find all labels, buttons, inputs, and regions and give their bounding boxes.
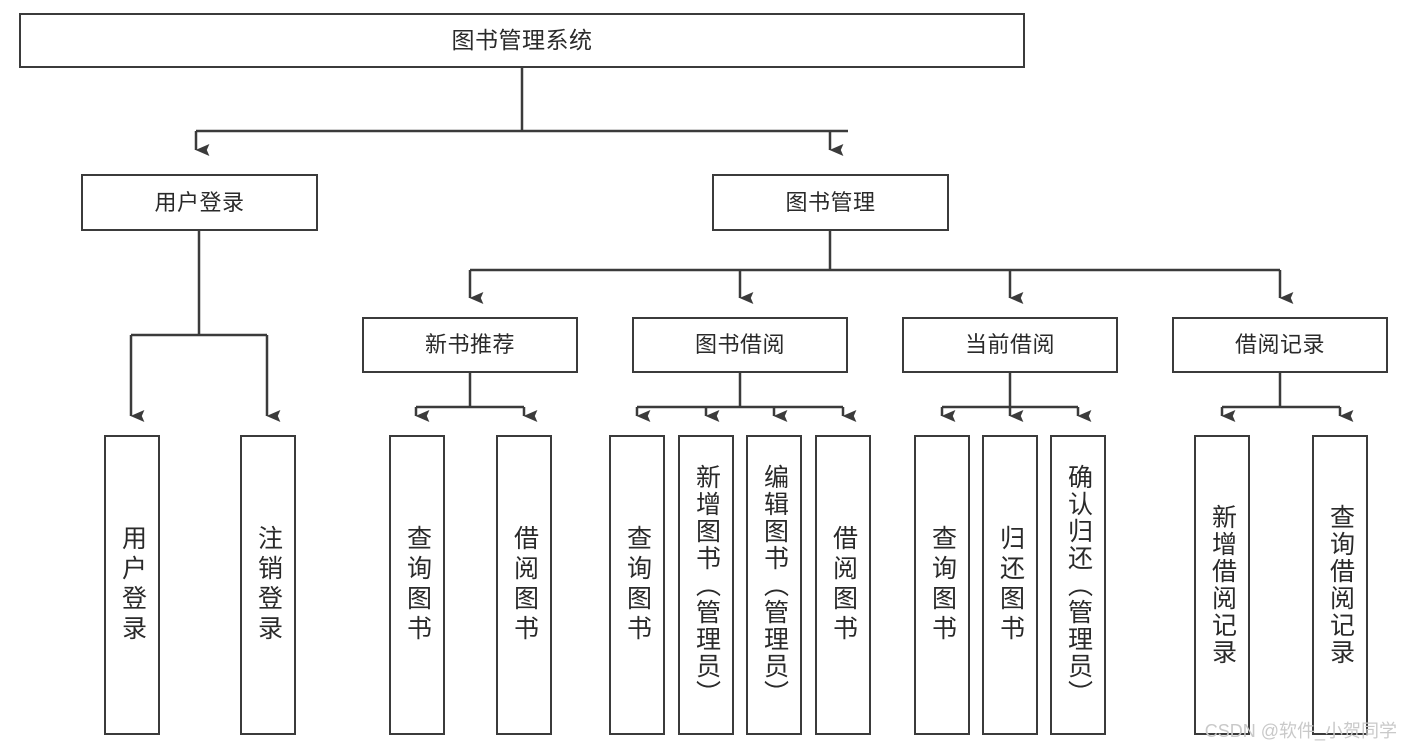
node-label: 查询借阅记录 [1326, 504, 1355, 666]
leaf-user-login-logout[interactable]: 注销登录 [240, 435, 296, 735]
node-label: 查询图书 [403, 525, 432, 645]
leaf-borrow-query-book[interactable]: 查询图书 [609, 435, 665, 735]
node-borrow-record[interactable]: 借阅记录 [1172, 317, 1388, 373]
node-label: 编辑图书（管理员） [760, 463, 789, 707]
leaf-record-query-record[interactable]: 查询借阅记录 [1312, 435, 1368, 735]
leaf-borrow-borrow-book[interactable]: 借阅图书 [815, 435, 871, 735]
node-label: 注销登录 [254, 525, 283, 645]
node-label: 归还图书 [996, 525, 1025, 645]
node-label: 用户登录 [154, 189, 245, 215]
leaf-borrow-add-book-admin[interactable]: 新增图书（管理员） [678, 435, 734, 735]
node-label: 新增借阅记录 [1208, 504, 1237, 666]
node-label: 查询图书 [623, 525, 652, 645]
leaf-user-login-login[interactable]: 用户登录 [104, 435, 160, 735]
node-label: 新书推荐 [424, 332, 515, 358]
leaf-recommend-query-book[interactable]: 查询图书 [389, 435, 445, 735]
leaf-record-add-record[interactable]: 新增借阅记录 [1194, 435, 1250, 735]
node-label: 借阅图书 [829, 525, 858, 645]
watermark-csdn: CSDN @软件_小贺同学 [1204, 721, 1397, 741]
node-label: 确认归还（管理员） [1064, 463, 1093, 707]
node-label: 图书管理系统 [451, 27, 593, 54]
leaf-borrow-edit-book-admin[interactable]: 编辑图书（管理员） [746, 435, 802, 735]
node-label: 用户登录 [118, 525, 147, 645]
node-book-borrow[interactable]: 图书借阅 [632, 317, 848, 373]
node-user-login[interactable]: 用户登录 [81, 174, 318, 231]
node-label: 借阅图书 [510, 525, 539, 645]
leaf-current-query-book[interactable]: 查询图书 [914, 435, 970, 735]
node-new-book-recommend[interactable]: 新书推荐 [362, 317, 578, 373]
node-book-management[interactable]: 图书管理 [712, 174, 949, 231]
node-current-borrow[interactable]: 当前借阅 [902, 317, 1118, 373]
node-label: 当前借阅 [964, 332, 1055, 358]
node-label: 图书借阅 [694, 332, 785, 358]
node-label: 查询图书 [928, 525, 957, 645]
node-root-system[interactable]: 图书管理系统 [19, 13, 1025, 68]
node-label: 图书管理 [785, 189, 876, 215]
leaf-current-confirm-return-admin[interactable]: 确认归还（管理员） [1050, 435, 1106, 735]
leaf-recommend-borrow-book[interactable]: 借阅图书 [496, 435, 552, 735]
leaf-current-return-book[interactable]: 归还图书 [982, 435, 1038, 735]
node-label: 新增图书（管理员） [692, 463, 721, 707]
node-label: 借阅记录 [1234, 332, 1325, 358]
